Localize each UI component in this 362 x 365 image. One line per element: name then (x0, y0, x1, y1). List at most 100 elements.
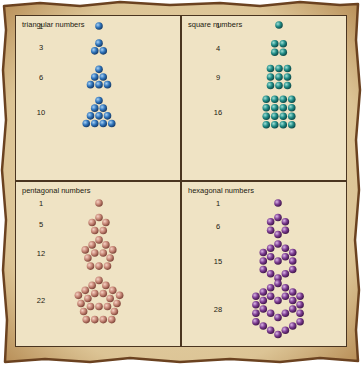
figure-dot (282, 284, 290, 292)
figure-dot (262, 95, 270, 103)
figure-dot (88, 219, 96, 227)
figure-dot (296, 292, 304, 300)
figure-dot (106, 295, 114, 303)
panel-heading: hexagonal numbers (188, 187, 254, 195)
figure-dot (104, 262, 112, 270)
figure-dot (267, 292, 275, 300)
number-value: 28 (214, 306, 222, 314)
figure-dot (95, 214, 103, 222)
figure-dot (116, 292, 124, 300)
figure-dot (271, 95, 279, 103)
figure-dot (271, 112, 279, 120)
figure-dot (296, 301, 304, 309)
figure-dot (275, 73, 283, 81)
panel-heading: pentagonal numbers (22, 187, 90, 195)
number-value: 5 (39, 221, 43, 229)
figure-dot (91, 104, 99, 112)
parchment-sheet (2, 2, 360, 362)
figure-dot (274, 214, 282, 222)
figure-dot (111, 308, 119, 316)
figure-dot (259, 305, 267, 313)
figure-dot (282, 253, 290, 261)
figure-dot (88, 241, 96, 249)
figure-dot (274, 231, 282, 239)
figure-dot (259, 297, 267, 305)
figure-dot (282, 292, 290, 300)
figure-dot (275, 21, 283, 29)
figure-dot (80, 308, 88, 316)
figure-dot (82, 316, 90, 324)
figure-dot (284, 73, 292, 81)
figure-dot (275, 65, 283, 73)
number-value: 22 (37, 297, 45, 305)
figure-dot (267, 309, 275, 317)
figure-dot (279, 48, 287, 56)
figure-dot (91, 316, 99, 324)
figure-dot (108, 316, 116, 324)
number-value: 15 (214, 258, 222, 266)
figure-dot (289, 266, 297, 274)
figure-dot (267, 65, 275, 73)
figure-dot (252, 292, 260, 300)
figure-dot (274, 240, 282, 248)
figure-dot (267, 253, 275, 261)
figure-dot (274, 199, 282, 207)
number-value: 4 (216, 45, 220, 53)
figure-dot (88, 282, 96, 290)
figure-dot (279, 121, 287, 129)
figure-dot (95, 303, 103, 311)
figure-dot (267, 326, 275, 334)
figure-dot (95, 262, 103, 270)
figure-dot (274, 331, 282, 339)
figure-dot (296, 318, 304, 326)
figure-dot (95, 112, 103, 120)
number-value: 9 (216, 74, 220, 82)
number-value: 12 (37, 250, 45, 258)
figure-dot (87, 112, 95, 120)
figure-dot (113, 300, 121, 308)
figure-dot (99, 227, 107, 235)
number-panel: hexagonal numbers161528 (181, 181, 347, 347)
figure-dot (282, 226, 290, 234)
figure-dot (84, 295, 92, 303)
figure-dot (104, 81, 112, 89)
figure-dot (274, 280, 282, 288)
figure-dot (75, 292, 83, 300)
figure-dot (95, 97, 103, 105)
figure-dot (275, 82, 283, 90)
figure-dot (267, 244, 275, 252)
figure-dot (288, 112, 296, 120)
figure-dot (95, 66, 103, 74)
figure-dot (279, 95, 287, 103)
figure-dot (267, 226, 275, 234)
figure-dot (102, 241, 110, 249)
figure-dot (95, 81, 103, 89)
figure-dot (91, 73, 99, 81)
figure-dot (262, 121, 270, 129)
number-value: 1 (216, 200, 220, 208)
figure-dot (87, 303, 95, 311)
figure-dot (109, 246, 117, 254)
figure-dot (108, 120, 116, 128)
figure-dot (95, 199, 103, 207)
figure-dot (87, 81, 95, 89)
figure-dot (289, 297, 297, 305)
number-panel: pentagonal numbers 1 5 12 22 (15, 181, 181, 347)
figure-dot (289, 305, 297, 313)
figure-dot (271, 40, 279, 48)
figure-dot (102, 282, 110, 290)
number-panel: triangular numbers13610 (15, 15, 181, 181)
figure-dot (259, 288, 267, 296)
figure-dot (77, 300, 85, 308)
number-value: 1 (39, 200, 43, 208)
figure-dot (271, 48, 279, 56)
figure-dot (271, 121, 279, 129)
figure-dot (91, 47, 99, 55)
figure-dot (262, 104, 270, 112)
figure-dot (274, 257, 282, 265)
figure-dot (95, 39, 103, 47)
figure-dot (104, 112, 112, 120)
number-value: 3 (39, 44, 43, 52)
figure-dot (288, 95, 296, 103)
